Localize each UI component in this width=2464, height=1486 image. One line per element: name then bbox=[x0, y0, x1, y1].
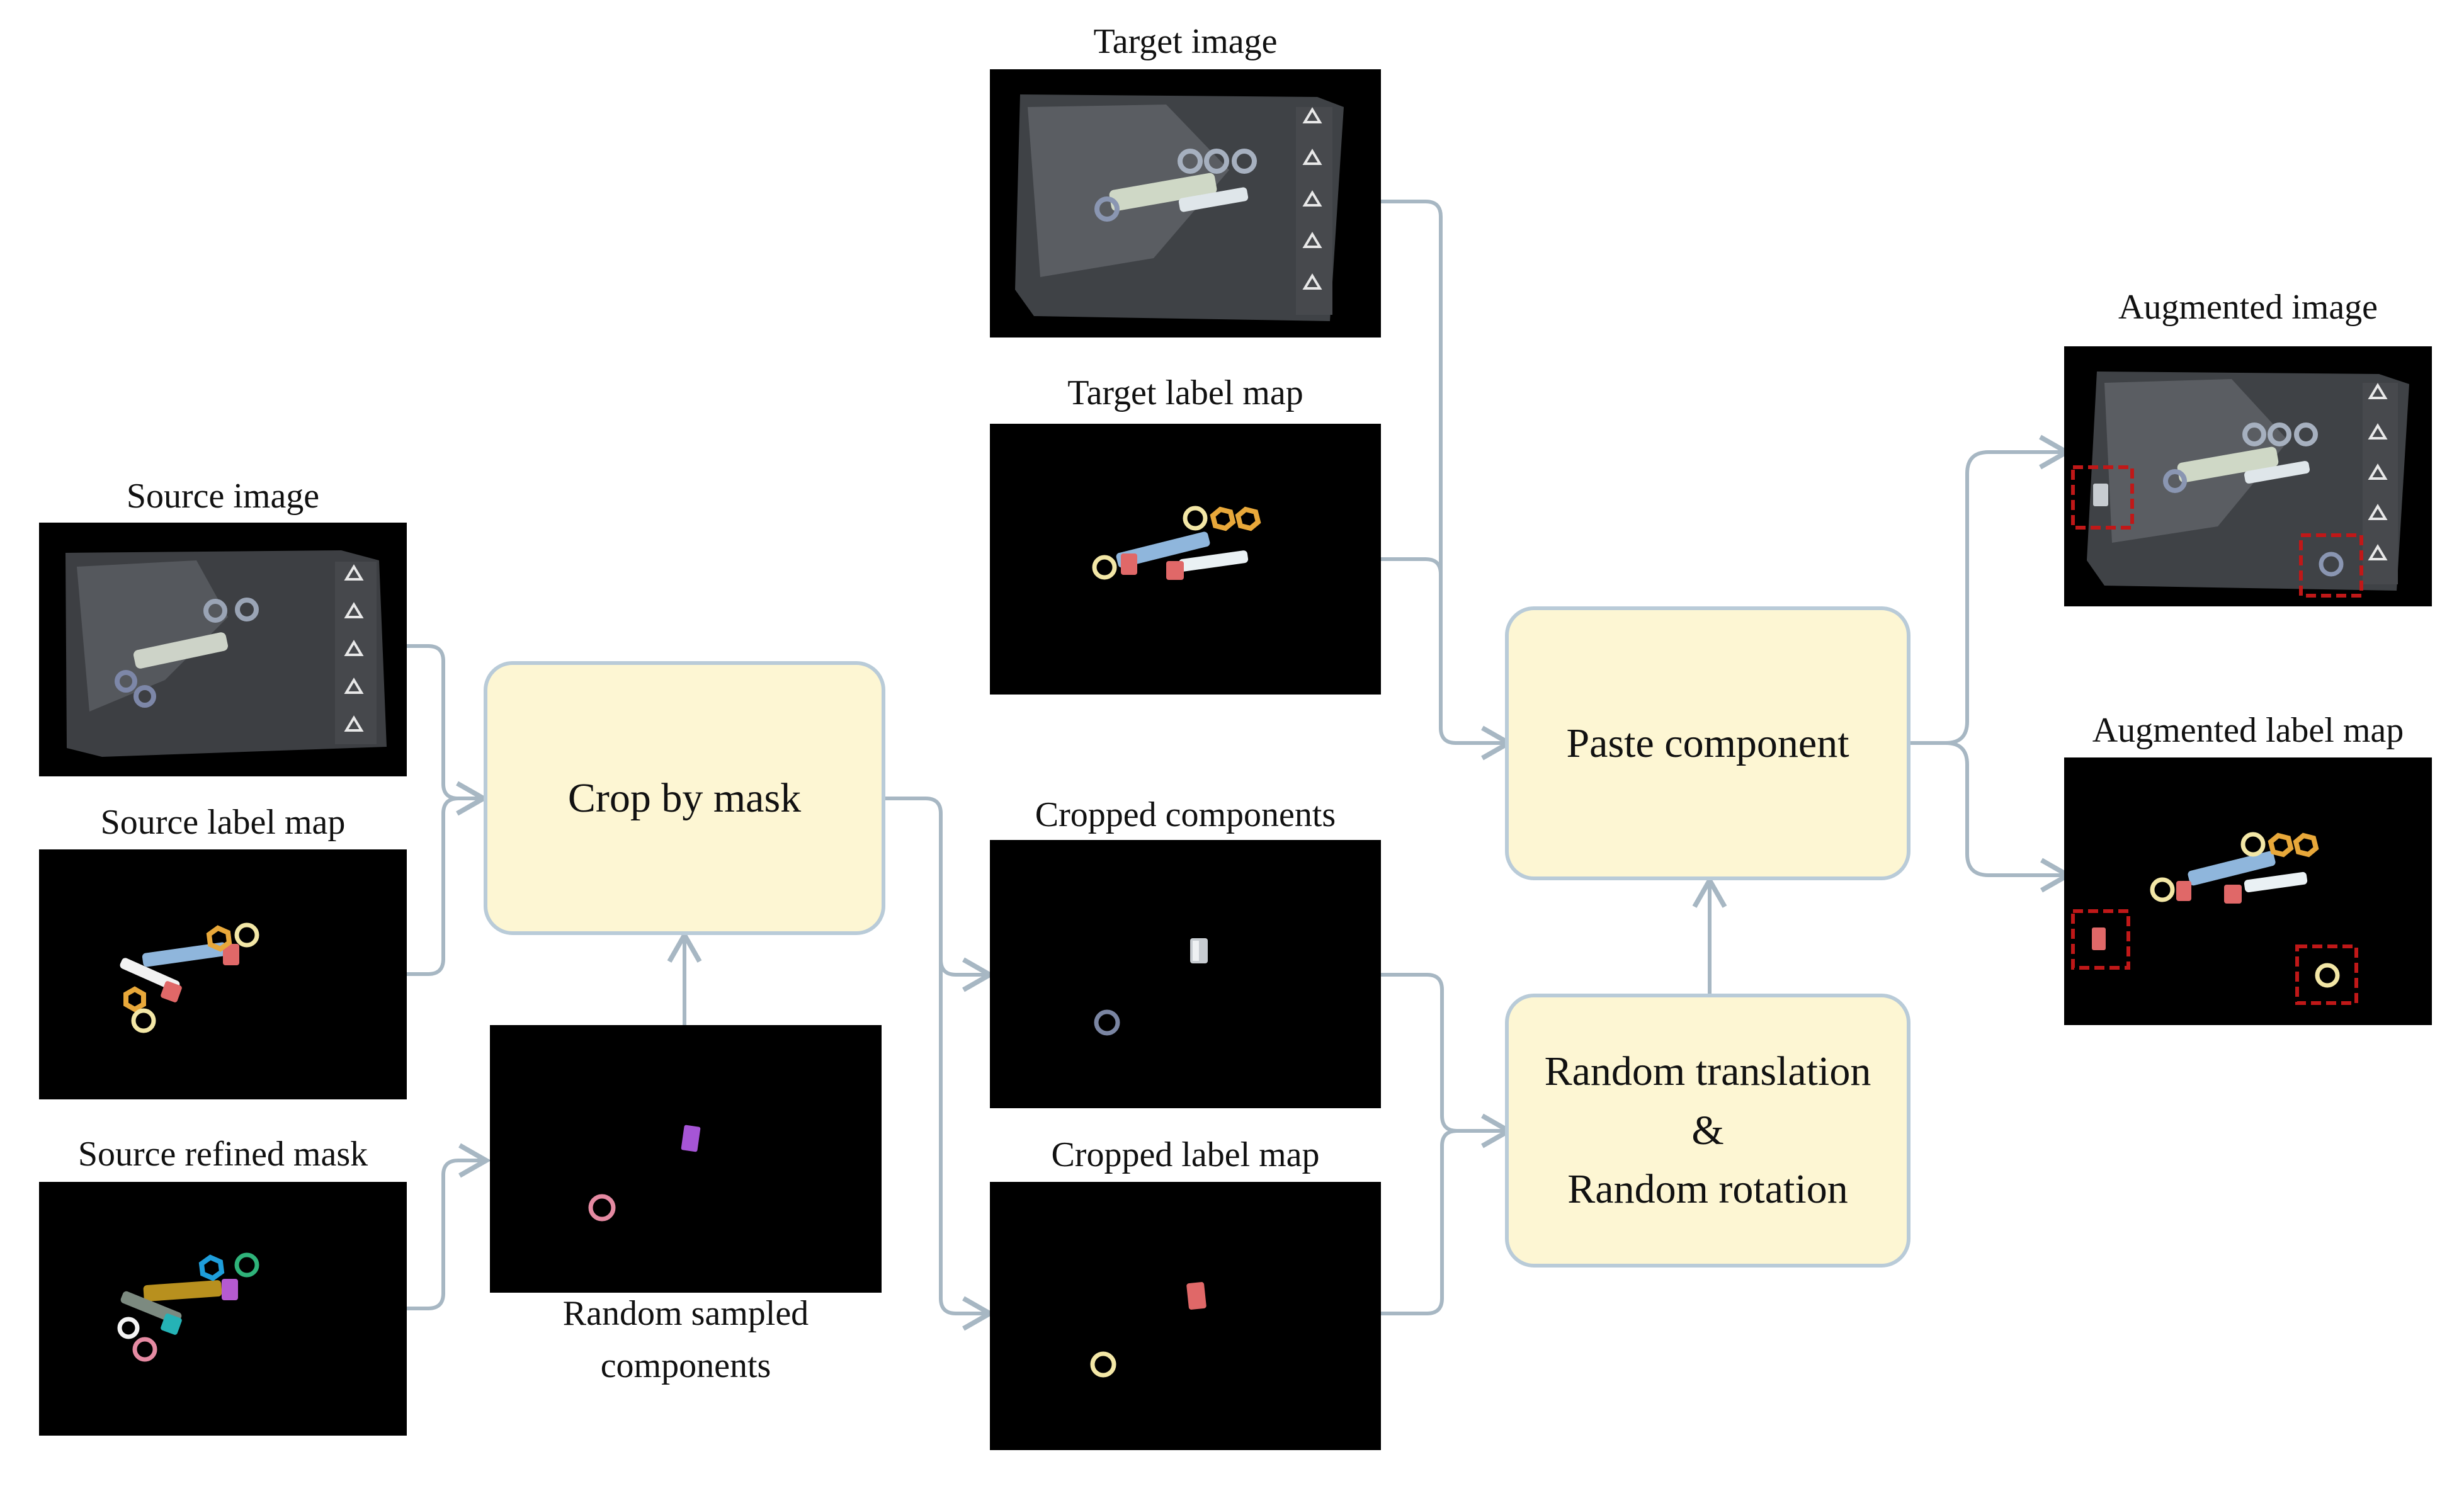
augmented-label-map-label: Augmented label map bbox=[2092, 711, 2404, 750]
random-translation-rotation-box: Random translation & Random rotation bbox=[1505, 994, 1910, 1268]
arrow-source-label-to-crop bbox=[405, 797, 460, 976]
crop-by-mask-box: Crop by mask bbox=[484, 661, 885, 935]
cropped-components-panel bbox=[990, 840, 1381, 1108]
target-label-map-panel bbox=[990, 424, 1381, 695]
arrow-target-label-to-paste bbox=[1379, 557, 1443, 730]
cropped-label-map-label: Cropped label map bbox=[1051, 1135, 1320, 1174]
highlight-box bbox=[2295, 944, 2358, 1005]
arrow-cropped-to-random bbox=[1379, 973, 1514, 1149]
arrow-source-image-to-crop bbox=[405, 644, 489, 816]
ampersand-text: & bbox=[1691, 1107, 1724, 1154]
highlight-box bbox=[2299, 533, 2363, 598]
augmented-image-label: Augmented image bbox=[2118, 288, 2378, 327]
random-sampled-label-line2: components bbox=[600, 1346, 771, 1385]
augmented-image-panel bbox=[2064, 346, 2432, 606]
arrow-paste-to-augmented-label bbox=[1944, 741, 2073, 893]
source-refined-mask-label: Source refined mask bbox=[77, 1135, 368, 1174]
arrow-refined-mask-to-sampled bbox=[405, 1143, 491, 1310]
paste-component-box: Paste component bbox=[1505, 606, 1910, 880]
random-sampled-components-panel bbox=[490, 1025, 882, 1293]
target-image-panel bbox=[990, 69, 1381, 337]
arrow-target-image-to-paste bbox=[1379, 200, 1514, 761]
source-refined-mask-panel bbox=[39, 1182, 407, 1436]
source-label-map-panel bbox=[39, 849, 407, 1099]
target-label-map-label: Target label map bbox=[1067, 373, 1303, 412]
cropped-label-map-panel bbox=[990, 1182, 1381, 1450]
random-rotation-text: Random rotation bbox=[1567, 1166, 1848, 1213]
random-translation-text: Random translation bbox=[1544, 1048, 1871, 1094]
augmented-label-map-panel bbox=[2064, 757, 2432, 1025]
arrow-crop-to-cropped bbox=[883, 797, 995, 992]
highlight-box bbox=[2071, 909, 2130, 970]
arrow-cropped-label-to-random bbox=[1379, 1129, 1459, 1315]
random-sampled-label-line1: Random sampled bbox=[562, 1294, 809, 1333]
arrow-paste-to-augmented-image bbox=[1909, 434, 2072, 745]
cropped-components-label: Cropped components bbox=[1035, 795, 1336, 834]
source-image-label: Source image bbox=[126, 477, 320, 516]
source-image-panel bbox=[39, 523, 407, 776]
arrow-crop-to-cropped-label bbox=[939, 958, 995, 1331]
source-label-map-label: Source label map bbox=[100, 803, 346, 842]
target-image-label: Target image bbox=[1093, 22, 1278, 61]
